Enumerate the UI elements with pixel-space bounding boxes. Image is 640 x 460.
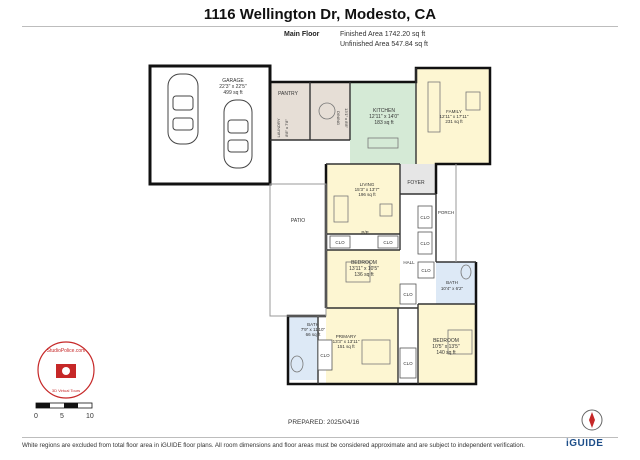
- primary-label: PRIMARY: [336, 334, 356, 339]
- dining-fill: [310, 82, 350, 140]
- unfinished-area: Unfinished Area 547.84 sq ft: [340, 41, 428, 48]
- dining-dims: 13'1" x 8'8": [344, 108, 349, 128]
- laundry-label: LAUNDRY: [276, 118, 281, 137]
- closet-label: CLO: [383, 240, 393, 245]
- laundry-fill: [270, 82, 310, 140]
- patio-outline: [269, 183, 327, 317]
- bedroom-right-fill: [418, 304, 476, 384]
- scale-0: 0: [34, 413, 38, 420]
- scale-10: 10: [86, 413, 94, 420]
- bath-left-area: 66 sq ft: [306, 332, 322, 337]
- footer-divider: [22, 437, 618, 438]
- pantry-label: PANTRY: [278, 91, 298, 97]
- scale-bar: [35, 402, 93, 409]
- closet-label: CLO: [421, 268, 431, 273]
- plan-title: 1116 Wellington Dr, Modesto, CA: [203, 6, 437, 23]
- closet: [377, 235, 399, 249]
- stamp-text: StudioPolice.com: [47, 348, 86, 354]
- finished-area: Finished Area 1742.20 sq ft: [340, 31, 426, 38]
- patio-label: PATIO: [291, 218, 305, 224]
- bath-left-dims: 7'9" x 11'10": [301, 327, 326, 332]
- kitchen-area: 183 sq ft: [374, 120, 394, 126]
- family-area: 231 sq ft: [445, 119, 463, 124]
- foyer-label: FOYER: [407, 180, 425, 186]
- bath-right-label: BATH: [446, 280, 458, 285]
- closet: [417, 231, 433, 255]
- living-area: 196 sq ft: [358, 192, 376, 197]
- compass-icon: [581, 409, 603, 431]
- bedroom-right-dims: 10'5" x 13'5": [432, 344, 460, 350]
- closets: [317, 205, 435, 379]
- garage-area: 499 sq ft: [223, 90, 243, 96]
- bath-right-fill: [436, 262, 476, 304]
- kitchen-fill: [350, 82, 416, 164]
- pp-label: P/P: [361, 230, 368, 235]
- laundry-dims: 8'8" x 7'8": [284, 119, 289, 137]
- closet-label: CLO: [420, 241, 430, 246]
- garage-label: GARAGE: [222, 78, 244, 84]
- closet: [417, 205, 433, 229]
- primary-dims: 13'3" x 13'11": [333, 339, 360, 344]
- bath-left-label: BATH: [307, 322, 319, 327]
- title-divider: [22, 26, 618, 27]
- kitchen-dims: 12'11" x 14'0": [369, 114, 399, 120]
- stamp-sub: 3D Virtual Tours: [52, 388, 80, 393]
- bedroom-right-label: BEDROOM: [433, 338, 459, 344]
- bedroom-mid-dims: 13'11" x 10'5": [349, 266, 379, 272]
- kitchen-label: KITCHEN: [373, 108, 395, 114]
- closet-label: CLO: [420, 215, 430, 220]
- closet: [417, 261, 435, 279]
- closet: [329, 235, 351, 249]
- foyer-fill: [400, 164, 436, 194]
- closet-label: CLO: [335, 240, 345, 245]
- closet: [399, 347, 417, 379]
- family-dims: 12'11" x 17'11": [439, 114, 468, 119]
- closet-label: CLO: [403, 292, 413, 297]
- garage-dims: 22'3" x 22'5": [219, 84, 247, 90]
- bath-right-dims: 10'4" x 6'2": [441, 286, 464, 291]
- furniture: [290, 81, 481, 373]
- bedroom-mid-fill: [326, 250, 400, 308]
- living-dims: 15'3" x 13'7": [355, 187, 380, 192]
- hall-label: HALL: [403, 260, 415, 265]
- garage-outline: [148, 64, 272, 186]
- closet-label: CLO: [403, 361, 413, 366]
- prepared-date: PREPARED: 2025/04/16: [288, 419, 360, 426]
- bedroom-mid-label: BEDROOM: [351, 260, 377, 266]
- dining-label: DINING: [336, 111, 341, 125]
- family-label: FAMILY: [446, 109, 462, 114]
- interior-walls: [270, 68, 476, 384]
- footer-note: White regions are excluded from total fl…: [22, 442, 525, 449]
- primary-area: 151 sq ft: [337, 344, 355, 349]
- bedroom-right-area: 140 sq ft: [436, 350, 456, 356]
- porch-label: PORCH: [438, 210, 454, 215]
- studio-logo: StudioPolice.com 3D Virtual Tours: [37, 341, 95, 399]
- iguide-logo: iGUIDE: [566, 438, 604, 449]
- closet: [399, 283, 417, 305]
- car-icon: [167, 73, 199, 145]
- living-label: LIVING: [360, 182, 375, 187]
- closet: [317, 339, 333, 371]
- bedroom-mid-area: 136 sq ft: [354, 272, 374, 278]
- closet-label: CLO: [320, 353, 330, 358]
- floor-label: Main Floor: [284, 31, 320, 38]
- living-fill: [326, 164, 400, 234]
- car-icon: [223, 99, 253, 169]
- scale-5: 5: [60, 413, 64, 420]
